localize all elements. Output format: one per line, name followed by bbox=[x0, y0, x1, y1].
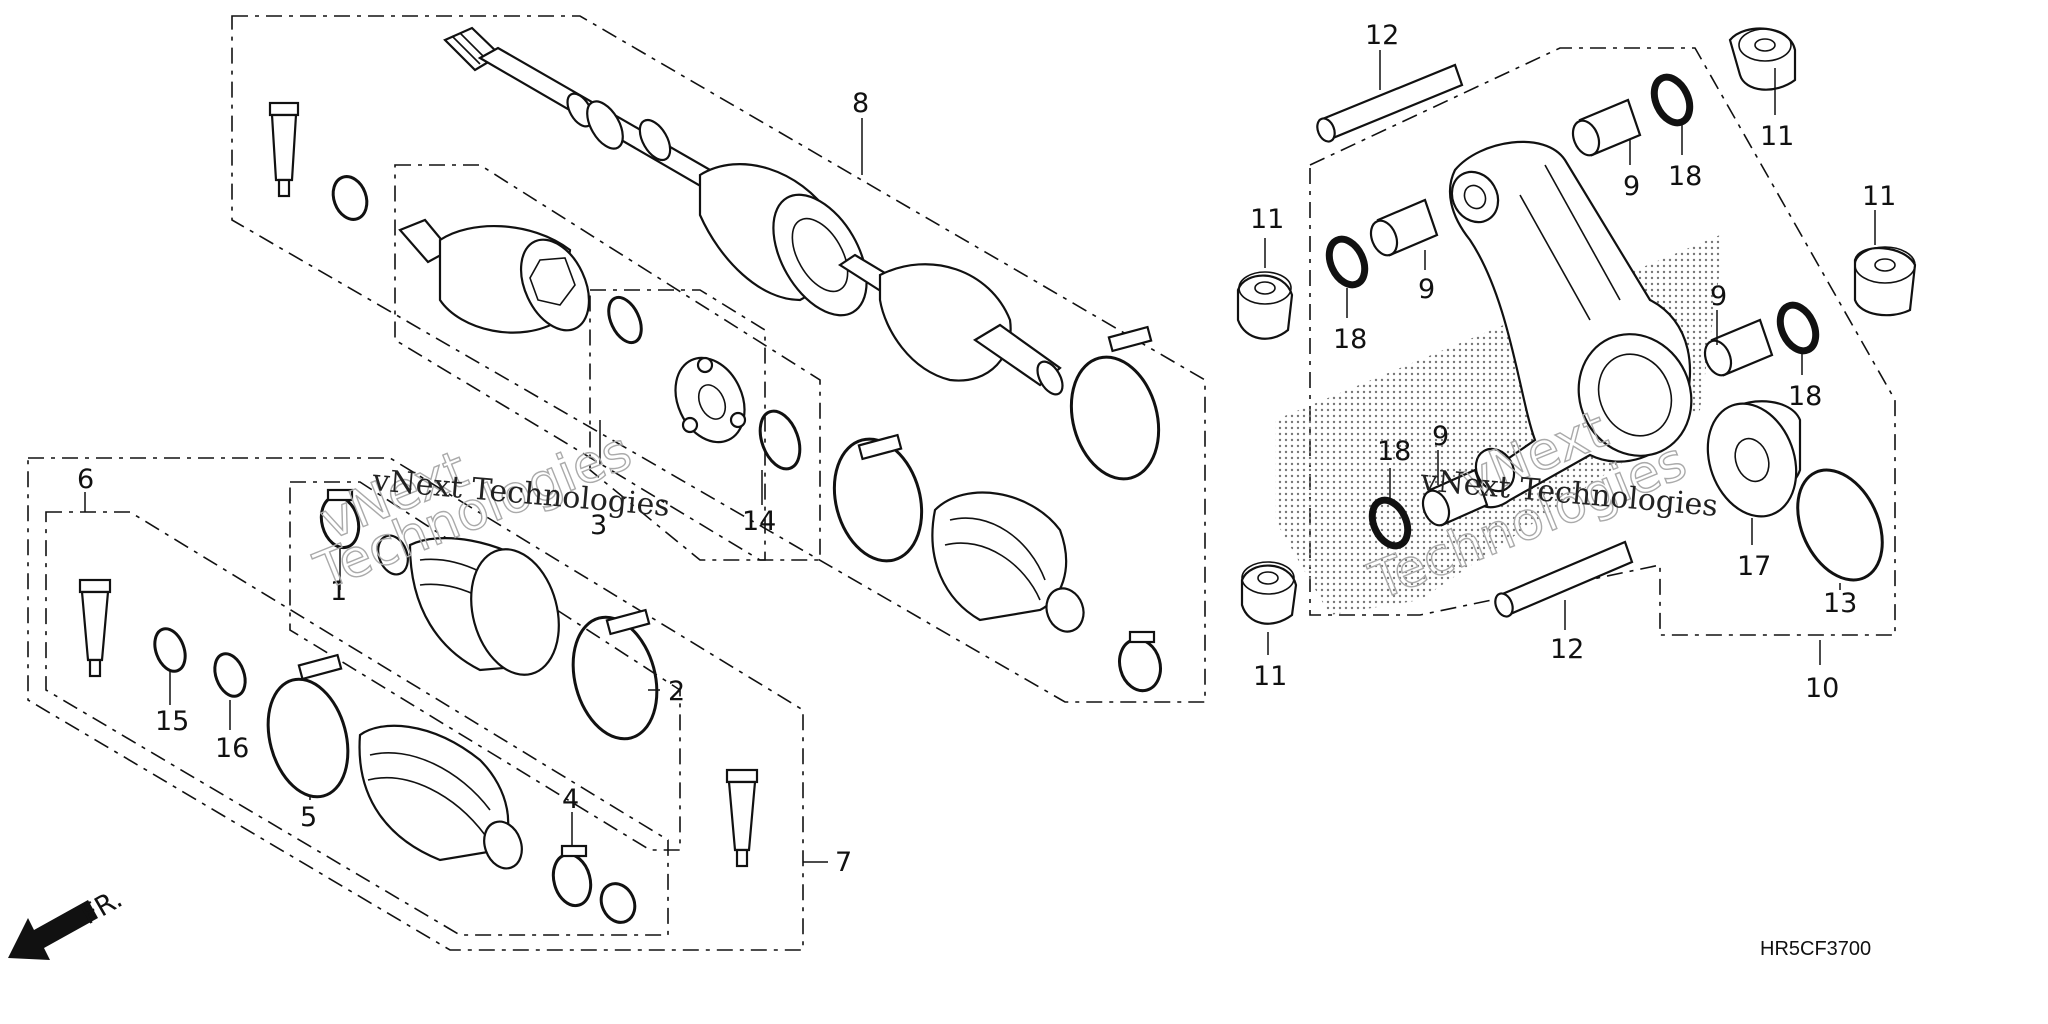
ring-15 bbox=[153, 627, 187, 673]
front-direction-arrow: FR. bbox=[8, 883, 128, 960]
callout-11-bottom: 11 bbox=[1253, 661, 1287, 692]
small-band-8 bbox=[1118, 630, 1162, 693]
assembly-7-frame bbox=[27, 457, 804, 951]
callout-9-bottom: 9 bbox=[1432, 421, 1449, 452]
callout-7: 7 bbox=[835, 847, 852, 878]
ring-16 bbox=[213, 652, 247, 698]
boot-band-upper-right bbox=[1069, 325, 1161, 481]
boot-kit-1 bbox=[377, 534, 560, 676]
callout-11-top-right: 11 bbox=[1760, 121, 1794, 152]
callout-18-bottom: 18 bbox=[1377, 436, 1411, 467]
inner-joint-housing bbox=[398, 218, 591, 334]
callout-6: 6 bbox=[77, 464, 94, 495]
boot-band-mid bbox=[832, 433, 924, 563]
callout-4: 4 bbox=[562, 784, 579, 815]
band-kit-1-small bbox=[319, 488, 361, 550]
callout-1: 1 bbox=[330, 576, 347, 607]
callout-2: 2 bbox=[668, 676, 685, 707]
band-2 bbox=[571, 608, 659, 741]
callout-18-top: 18 bbox=[1668, 161, 1702, 192]
callout-12-bottom: 12 bbox=[1550, 634, 1584, 665]
assembly-10-frame bbox=[1309, 47, 1896, 636]
bushing-9-left bbox=[1369, 198, 1439, 257]
callout-13: 13 bbox=[1823, 588, 1857, 619]
kit-6-frame bbox=[45, 511, 669, 936]
boot-inner-8 bbox=[931, 491, 1085, 633]
pivot-pipe-lower bbox=[1494, 540, 1634, 618]
swingarm-assembly bbox=[1275, 140, 1720, 615]
grease-tube-upper bbox=[268, 101, 300, 198]
callout-8: 8 bbox=[852, 88, 869, 119]
bushing-9-top bbox=[1571, 98, 1642, 157]
callout-18-left: 18 bbox=[1333, 324, 1367, 355]
callout-9-top: 9 bbox=[1623, 171, 1640, 202]
callout-11-right: 11 bbox=[1862, 181, 1896, 212]
seal-18-top bbox=[1650, 73, 1694, 127]
callout-17: 17 bbox=[1737, 551, 1771, 582]
callout-14: 14 bbox=[742, 506, 776, 537]
pivot-pipe-upper bbox=[1316, 63, 1464, 143]
callout-11-left: 11 bbox=[1250, 204, 1284, 235]
cap-11-bottom-left bbox=[1240, 561, 1298, 625]
band-5 bbox=[266, 653, 350, 799]
seal-18-bottom bbox=[1368, 496, 1412, 550]
seal-18-right bbox=[1776, 301, 1820, 355]
callout-9-left: 9 bbox=[1418, 274, 1435, 305]
circlip-13 bbox=[1796, 468, 1884, 582]
tripod-spider bbox=[674, 356, 747, 444]
ring-lower-7 bbox=[599, 882, 637, 924]
callout-10: 10 bbox=[1805, 673, 1839, 704]
retaining-ring-14 bbox=[758, 409, 802, 471]
grease-tube-lower-right bbox=[725, 768, 759, 868]
snap-ring-inner bbox=[607, 295, 643, 345]
circlip-upper bbox=[331, 175, 369, 221]
callout-12-top: 12 bbox=[1365, 20, 1399, 51]
callout-15: 15 bbox=[155, 706, 189, 737]
bushing-9-bottom bbox=[1421, 468, 1489, 527]
leader-lines bbox=[84, 50, 1876, 863]
bearing-17 bbox=[1706, 400, 1802, 518]
driveshaft-assembly bbox=[443, 26, 1064, 396]
callout-18-right: 18 bbox=[1788, 381, 1822, 412]
boot-outer-7 bbox=[358, 724, 523, 870]
diagram-code: HR5CF3700 bbox=[1760, 938, 1871, 960]
cap-11-top-right bbox=[1728, 27, 1797, 91]
grease-tube-lower-left bbox=[78, 578, 112, 678]
cap-11-right bbox=[1853, 246, 1917, 317]
callout-16: 16 bbox=[215, 733, 249, 764]
assembly-8-frame bbox=[231, 15, 1206, 703]
callout-9-right: 9 bbox=[1710, 281, 1727, 312]
callout-3: 3 bbox=[590, 510, 607, 541]
small-band-4 bbox=[551, 844, 593, 908]
bushing-9-right bbox=[1703, 318, 1774, 377]
kit-14-frame bbox=[589, 289, 766, 561]
seal-18-left bbox=[1325, 235, 1369, 289]
cap-11-left bbox=[1236, 271, 1294, 340]
callout-5: 5 bbox=[300, 802, 317, 833]
kit-1-frame bbox=[289, 481, 681, 851]
